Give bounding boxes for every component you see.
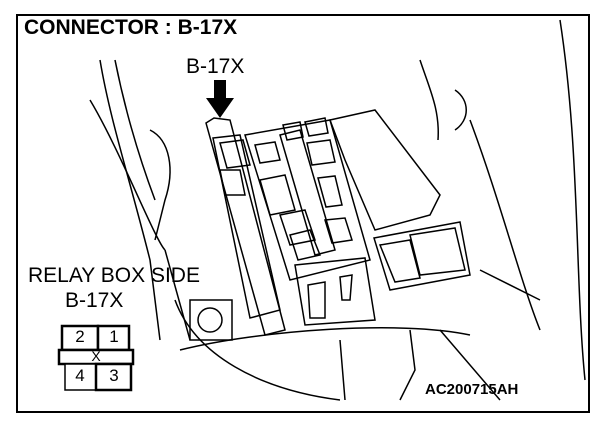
view-label-connector: B-17X <box>65 289 124 312</box>
pin-2-label: 2 <box>75 327 85 346</box>
connector-title: CONNECTOR : B-17X <box>24 16 238 39</box>
arrow-label: B-17X <box>186 55 245 78</box>
center-mark: X <box>91 348 101 364</box>
view-label-side: RELAY BOX SIDE <box>28 264 200 287</box>
pin-1-label: 1 <box>109 327 119 346</box>
pin-3-label: 3 <box>109 366 119 385</box>
pin-4-label: 4 <box>75 366 85 385</box>
figure-code: AC200715AH <box>425 381 519 398</box>
figure-frame <box>16 14 590 413</box>
